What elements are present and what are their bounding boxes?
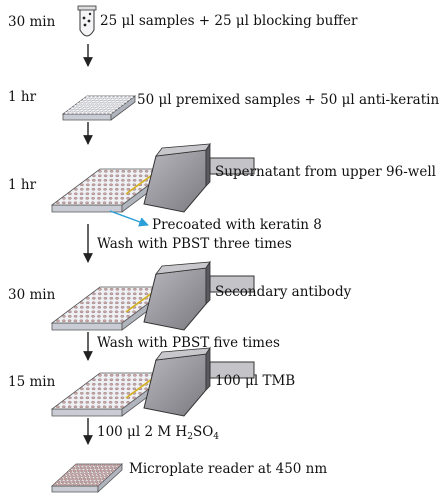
step4-label: Secondary antibody bbox=[215, 284, 352, 300]
step2-time: 1 hr bbox=[8, 89, 37, 105]
step3-callout: Precoated with keratin 8 bbox=[152, 217, 322, 233]
pipette-plate-icon bbox=[50, 260, 255, 331]
step3-label: Supernatant from upper 96-well plates bbox=[215, 164, 440, 180]
step1-label: 25 μl samples + 25 μl blocking buffer bbox=[100, 13, 358, 29]
pipette-plate-icon-2 bbox=[50, 346, 255, 417]
acid-label: 100 μl 2 M H2SO4 bbox=[97, 424, 219, 442]
wash1-label: Wash with PBST three times bbox=[97, 236, 292, 252]
step5-time: 15 min bbox=[8, 374, 56, 390]
empty-plate-icon bbox=[61, 95, 137, 121]
step6-label: Microplate reader at 450 nm bbox=[129, 461, 327, 477]
step2-label: 50 μl premixed samples + 50 μl anti-kera… bbox=[137, 92, 440, 108]
step1-time: 30 min bbox=[8, 14, 56, 30]
coated-plate-icon bbox=[50, 142, 255, 213]
final-plate-icon bbox=[50, 463, 124, 493]
step3-time: 1 hr bbox=[8, 177, 37, 193]
step5-label: 100 μl TMB bbox=[215, 373, 295, 389]
step4-time: 30 min bbox=[8, 287, 56, 303]
callout-arrow bbox=[109, 210, 149, 227]
wash2-label: Wash with PBST five times bbox=[97, 335, 280, 351]
tube-icon bbox=[77, 5, 97, 37]
